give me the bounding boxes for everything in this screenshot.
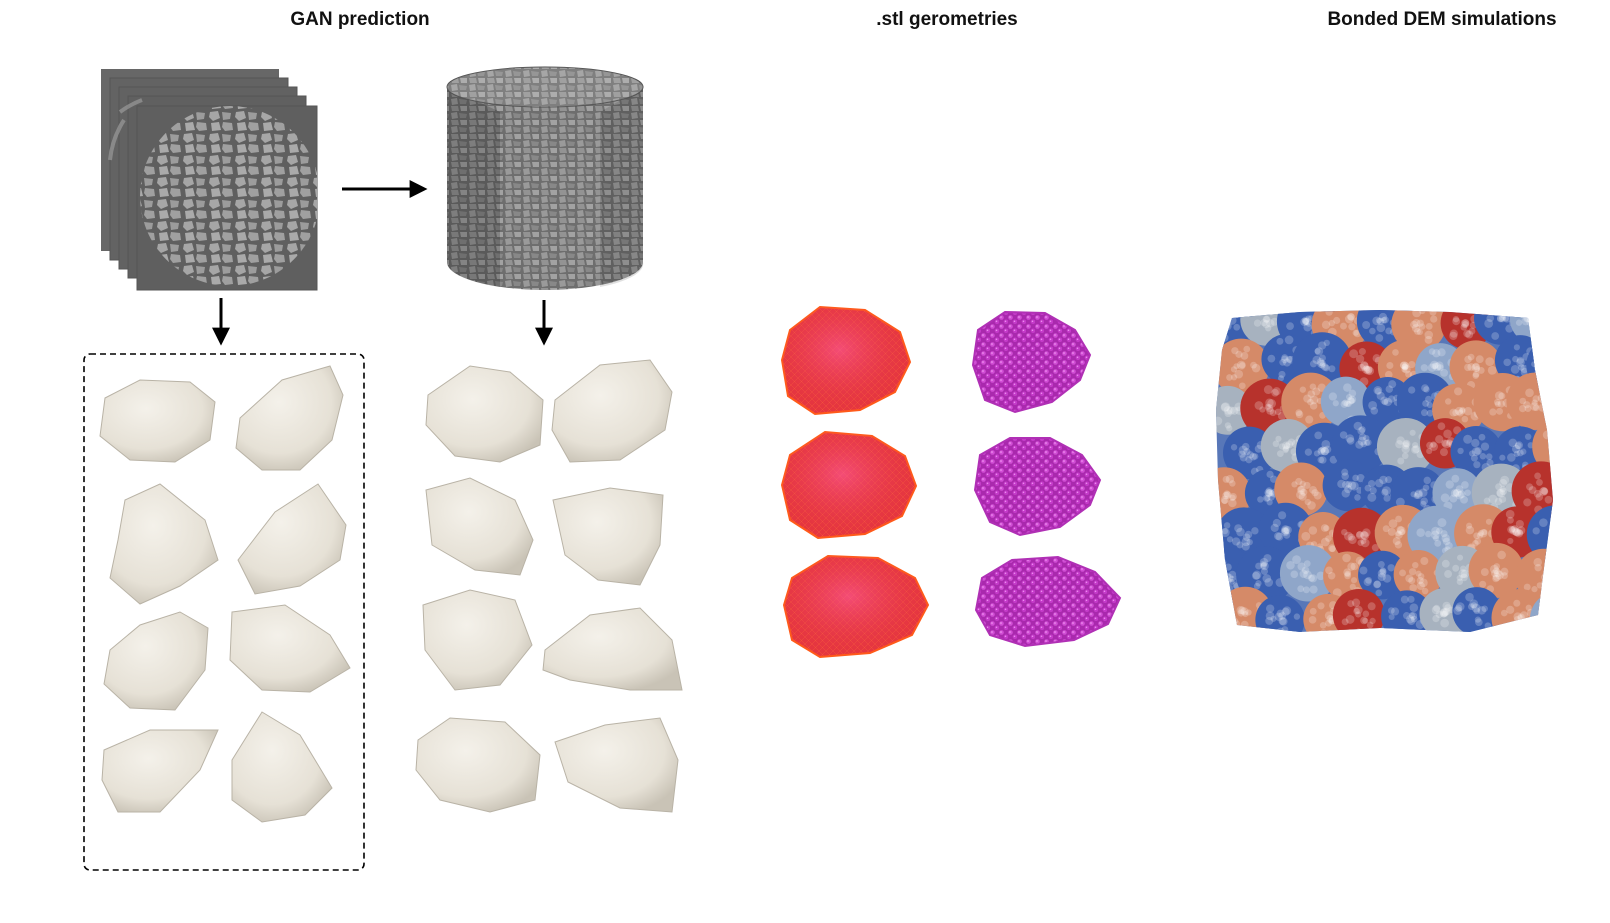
rock-particle xyxy=(425,365,544,463)
rock-particle xyxy=(552,487,664,586)
dem-clump xyxy=(1216,338,1270,396)
dashed-selection-box xyxy=(83,353,365,871)
rock-particle xyxy=(101,729,219,813)
gan-particle-grid xyxy=(99,365,351,823)
dem-clump xyxy=(1491,589,1550,632)
dem-assembly xyxy=(1216,310,1553,632)
stl-mesh-column xyxy=(780,305,930,659)
sphere-pack-column xyxy=(971,310,1122,648)
dem-clump xyxy=(1320,376,1371,427)
dem-clump xyxy=(1216,385,1253,435)
rock-particle xyxy=(103,611,209,711)
dem-clump xyxy=(1333,507,1390,565)
dem-clump xyxy=(1529,591,1553,632)
training-particle-grid xyxy=(415,359,683,813)
gan-prediction-title: GAN prediction xyxy=(290,9,430,30)
slice-grain-disc xyxy=(140,106,317,286)
rock-particle xyxy=(231,711,333,823)
dem-clump xyxy=(1449,340,1503,394)
dem-clump xyxy=(1322,459,1375,512)
rock-particle xyxy=(422,589,533,691)
rock-particle xyxy=(229,604,351,693)
rock-particle xyxy=(109,483,219,605)
rock-particle xyxy=(542,607,683,691)
cylinder-body xyxy=(447,87,643,290)
dem-clump xyxy=(1506,372,1553,431)
rock-particle xyxy=(551,359,673,463)
rock-particle xyxy=(237,483,347,595)
dem-clump xyxy=(1274,462,1328,517)
dem-clump xyxy=(1331,415,1390,473)
dem-clump xyxy=(1255,595,1305,632)
rock-particle xyxy=(425,477,534,576)
rock-particle xyxy=(235,365,344,471)
cylinder-top xyxy=(446,66,644,108)
slice-stack-image xyxy=(101,69,318,291)
stl-geometries-title: .stl gerometries xyxy=(876,9,1018,30)
cylinder-volume-image xyxy=(446,66,644,290)
sphere-packed-particle xyxy=(973,437,1102,537)
rock-particle xyxy=(99,379,216,463)
dem-clump xyxy=(1332,588,1385,632)
dem-clump xyxy=(1511,461,1553,521)
sphere-packed-particle xyxy=(974,555,1122,648)
dem-clump xyxy=(1432,468,1482,518)
bonded-dem-title: Bonded DEM simulations xyxy=(1327,9,1557,30)
dem-clump xyxy=(1258,502,1313,557)
dem-clump xyxy=(1279,545,1337,602)
dem-clump xyxy=(1393,550,1443,600)
rock-particle xyxy=(415,717,541,813)
dem-clump xyxy=(1323,551,1372,601)
sphere-packed-particle xyxy=(971,310,1092,414)
rock-particle xyxy=(554,717,679,813)
